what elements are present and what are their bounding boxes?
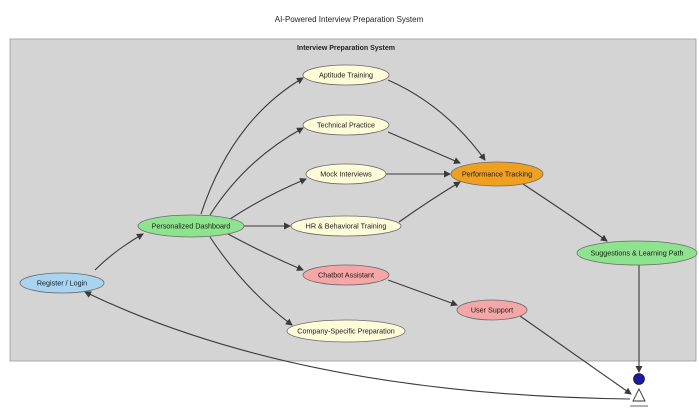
node-register: Register / Login: [19, 272, 105, 294]
node-hr-label: HR & Behavioral Training: [306, 222, 387, 231]
node-dashboard: Personalized Dashboard: [137, 214, 245, 238]
node-chatbot-label: Chatbot Assistant: [318, 271, 374, 280]
node-technical: Technical Practice: [302, 114, 390, 136]
edge-dashboard-to-aptitude: [200, 77, 304, 215]
node-company-label: Company-Specific Preparation: [297, 327, 394, 336]
edge-technical-to-performance: [387, 131, 461, 164]
node-mock-shape: [305, 163, 387, 185]
node-technical-label: Technical Practice: [317, 121, 375, 130]
node-performance-label: Performance Tracking: [462, 170, 532, 179]
node-mock: Mock Interviews: [305, 163, 387, 185]
node-hr: HR & Behavioral Training: [290, 215, 402, 237]
edge-support-to-end-tri: [519, 315, 632, 395]
node-register-shape: [19, 272, 105, 294]
edge-dashboard-to-mock: [229, 178, 307, 220]
node-suggestions: Suggestions & Learning Path: [576, 240, 698, 266]
edge-dashboard-to-company: [209, 236, 293, 326]
node-aptitude-label: Aptitude Training: [319, 71, 373, 80]
node-hr-shape: [290, 215, 402, 237]
node-mock-label: Mock Interviews: [320, 170, 372, 179]
edge-register-to-dashboard: [94, 233, 144, 271]
node-support-shape: [456, 299, 528, 321]
node-performance: Performance Tracking: [450, 161, 544, 187]
node-suggestions-shape: [576, 240, 698, 266]
node-dashboard-shape: [137, 214, 245, 238]
edge-end_tri-to-register: [84, 291, 631, 400]
node-company: Company-Specific Preparation: [286, 319, 406, 343]
edge-performance-to-suggestions: [522, 183, 608, 242]
node-support-label: User Support: [471, 306, 513, 315]
edge-dashboard-to-technical: [209, 127, 304, 216]
node-aptitude-shape: [302, 64, 390, 86]
edge-aptitude-to-performance: [387, 79, 486, 161]
node-company-shape: [286, 319, 406, 343]
cluster-label: Interview Preparation System: [297, 45, 395, 52]
edge-chatbot-to-support: [387, 279, 458, 307]
edges-layer: [84, 77, 643, 400]
edge-hr-to-performance: [398, 181, 461, 223]
edge-dashboard-to-chatbot: [227, 233, 304, 271]
diagram-title: AI-Powered Interview Preparation System: [275, 15, 424, 24]
end-dot-node: [633, 373, 645, 385]
node-dashboard-label: Personalized Dashboard: [152, 222, 231, 231]
node-performance-shape: [450, 161, 544, 187]
node-support: User Support: [456, 299, 528, 321]
node-chatbot: Chatbot Assistant: [302, 264, 390, 286]
cluster-box: [9, 38, 697, 362]
node-suggestions-label: Suggestions & Learning Path: [590, 249, 683, 258]
node-technical-shape: [302, 114, 390, 136]
node-aptitude: Aptitude Training: [302, 64, 390, 86]
node-chatbot-shape: [302, 264, 390, 286]
end-triangle-node: [632, 387, 646, 402]
node-register-label: Register / Login: [37, 279, 87, 288]
